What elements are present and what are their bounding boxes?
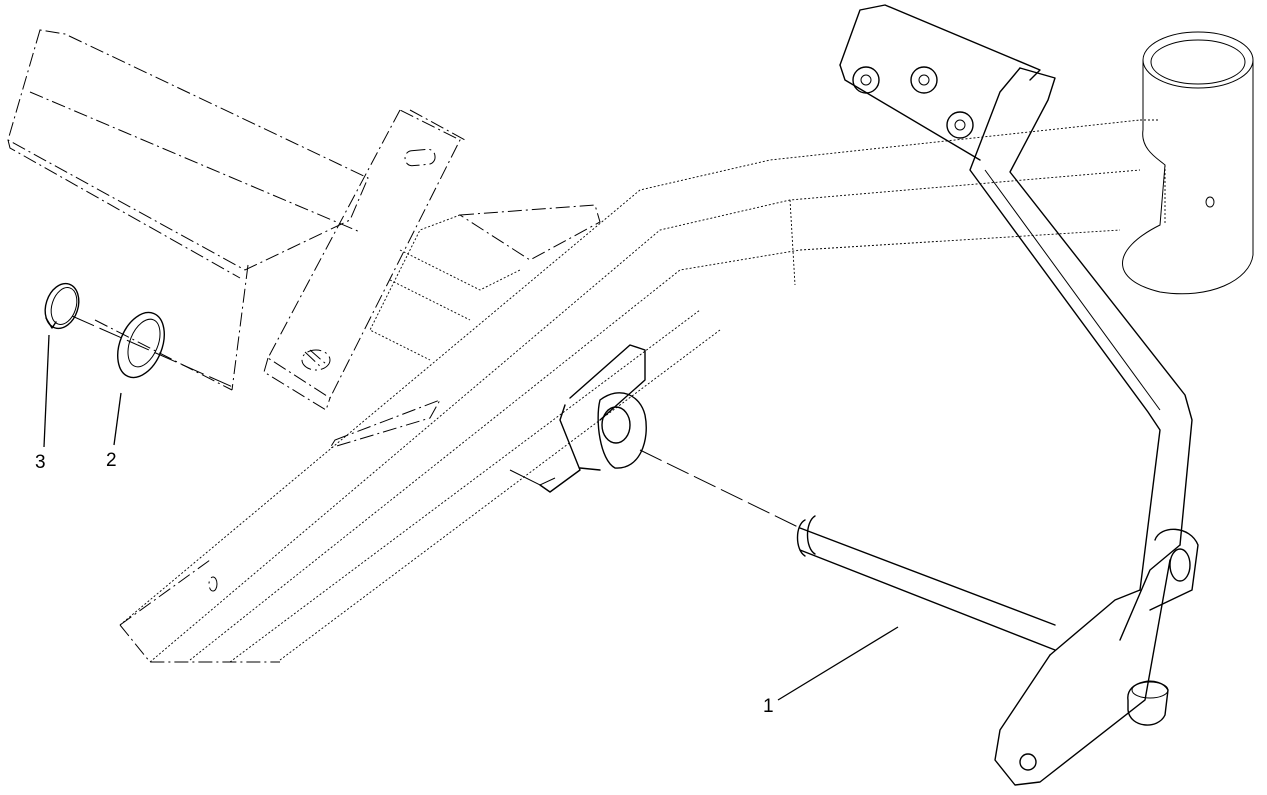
pedal-assembly [639, 4, 1199, 786]
callout-2: 2 [106, 450, 117, 471]
leader-line-1 [777, 626, 899, 701]
pivot-boss [509, 344, 647, 493]
chassis-member-ghost [119, 119, 1141, 663]
center-line [71, 315, 236, 389]
leader-line-3 [43, 334, 50, 448]
callout-3: 3 [35, 452, 46, 473]
flat-washer [117, 311, 165, 379]
mount-bracket-ghost [263, 109, 466, 411]
steering-socket [1122, 31, 1254, 295]
retaining-ring [44, 282, 80, 330]
frame-rail-ghost [7, 29, 369, 391]
leader-line-2 [113, 392, 122, 446]
callout-1: 1 [763, 696, 774, 717]
